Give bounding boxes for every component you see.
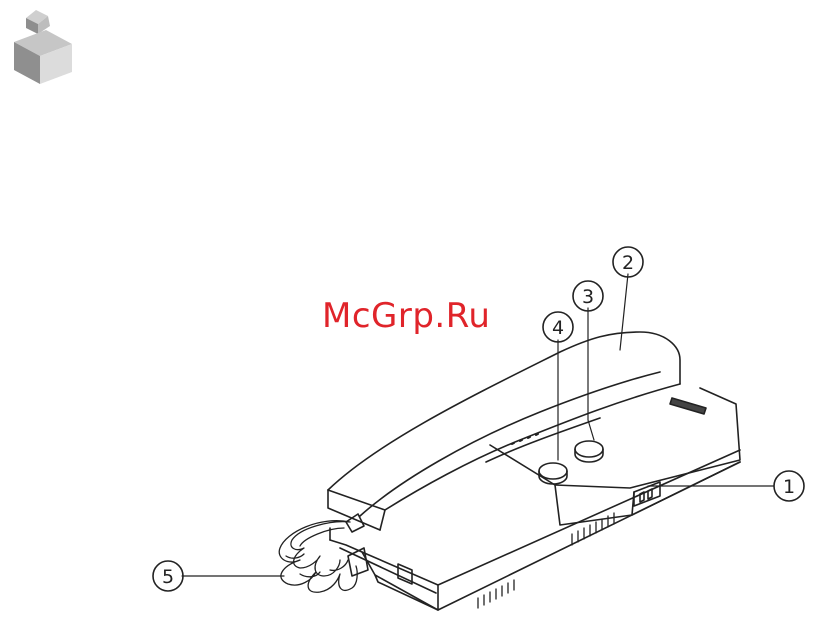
callout-label-3: 3: [582, 286, 594, 308]
vent-grille-front: [478, 580, 514, 608]
callout-label-5: 5: [162, 566, 174, 588]
brand-plate: [670, 398, 706, 414]
coiled-cord: [279, 521, 357, 593]
button-door-open: [539, 463, 567, 484]
button-call: [575, 441, 603, 462]
vent-grille-side: [572, 513, 614, 545]
callout-label-2: 2: [622, 252, 634, 274]
watermark-text: McGrp.Ru: [322, 296, 490, 336]
callout-label-4: 4: [552, 317, 564, 339]
callout-label-1: 1: [783, 476, 795, 498]
base-unit: [330, 388, 740, 610]
